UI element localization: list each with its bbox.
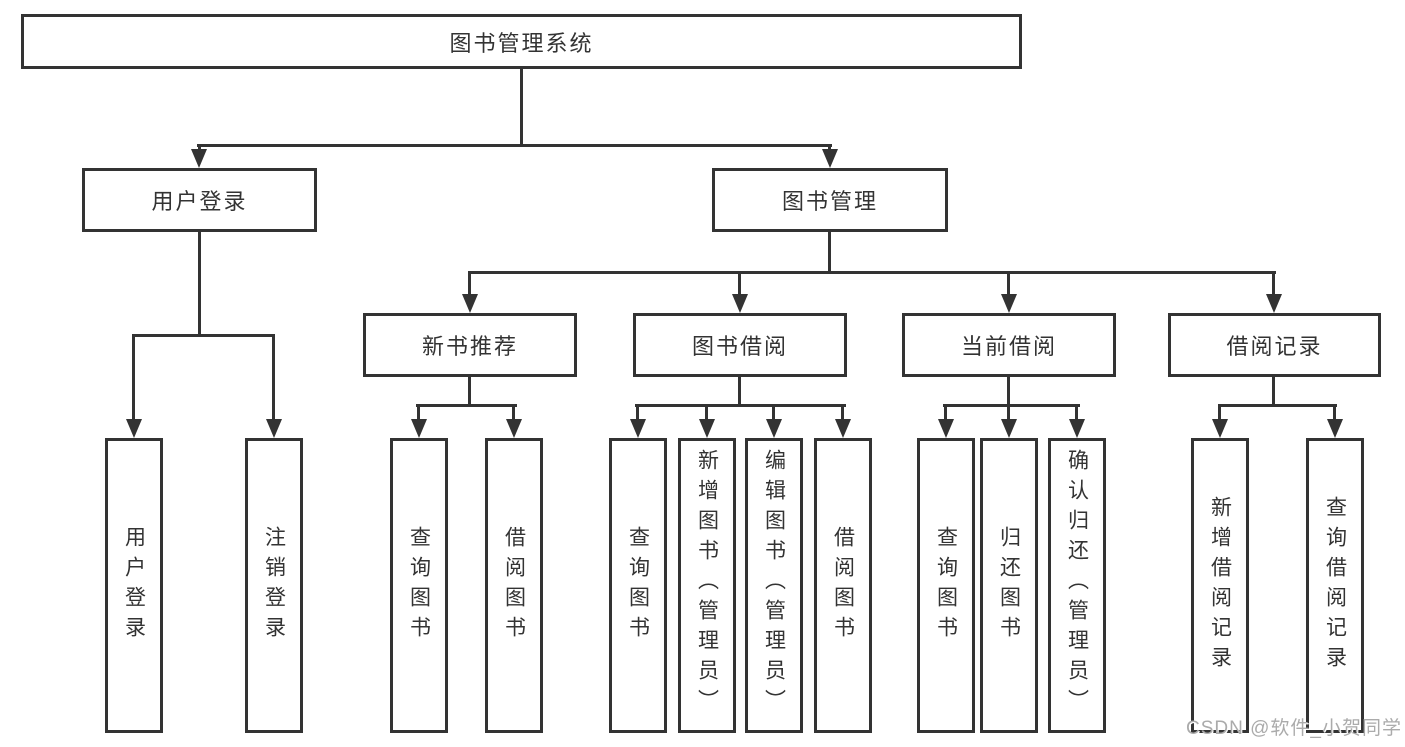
leaf-add-borrow-record: 新增借阅记录 — [1191, 438, 1249, 733]
connector-line — [944, 404, 947, 422]
leaf-borrow-query-book-label: 查询图书 — [626, 525, 650, 646]
arrowhead — [766, 419, 782, 438]
leaf-add-borrow-record-label: 新增借阅记录 — [1208, 495, 1232, 676]
leaf-recommend-query-book-label: 查询图书 — [407, 525, 431, 646]
arrowhead — [1001, 294, 1017, 313]
connector-line — [1075, 404, 1078, 422]
leaf-edit-book-admin-label: 编辑图书（管理员） — [762, 449, 786, 719]
arrowhead — [1212, 419, 1228, 438]
arrowhead — [699, 419, 715, 438]
node-borrow-records: 借阅记录 — [1168, 313, 1381, 377]
leaf-query-borrow-record-label: 查询借阅记录 — [1323, 495, 1347, 676]
leaf-borrow-borrow-book-label: 借阅图书 — [831, 525, 855, 646]
leaf-current-query-book: 查询图书 — [917, 438, 975, 733]
arrowhead — [1069, 419, 1085, 438]
node-current-borrow: 当前借阅 — [902, 313, 1116, 377]
arrowhead — [630, 419, 646, 438]
arrowhead — [266, 419, 282, 438]
arrowhead — [938, 419, 954, 438]
leaf-recommend-borrow-book-label: 借阅图书 — [502, 525, 526, 646]
node-borrow-records-label: 借阅记录 — [1226, 334, 1323, 359]
node-user-login: 用户登录 — [82, 168, 317, 232]
connector-line — [468, 271, 471, 297]
leaf-return-book-label: 归还图书 — [997, 525, 1021, 646]
arrowhead — [462, 294, 478, 313]
connector-line — [1218, 404, 1337, 407]
connector-line — [1007, 271, 1010, 297]
connector-line — [417, 404, 420, 422]
leaf-logout: 注销登录 — [245, 438, 303, 733]
leaf-current-query-book-label: 查询图书 — [934, 525, 958, 646]
arrowhead — [822, 149, 838, 168]
leaf-user-login-label: 用户登录 — [122, 525, 146, 646]
connector-line — [468, 271, 1276, 274]
arrowhead — [506, 419, 522, 438]
connector-line — [197, 144, 832, 147]
connector-line — [1333, 404, 1336, 422]
arrowhead — [191, 149, 207, 168]
connector-line — [1272, 376, 1275, 407]
connector-line — [132, 334, 135, 420]
leaf-confirm-return-admin: 确认归还（管理员） — [1048, 438, 1106, 733]
connector-line — [416, 404, 517, 407]
node-new-book-recommend: 新书推荐 — [363, 313, 577, 377]
leaf-logout-label: 注销登录 — [262, 525, 286, 646]
node-root: 图书管理系统 — [21, 14, 1022, 69]
arrowhead — [411, 419, 427, 438]
connector-line — [738, 271, 741, 297]
leaf-user-login: 用户登录 — [105, 438, 163, 733]
connector-line — [1007, 376, 1010, 407]
connector-line — [272, 334, 275, 420]
node-current-borrow-label: 当前借阅 — [960, 334, 1057, 359]
connector-line — [468, 376, 471, 407]
node-root-label: 图书管理系统 — [449, 30, 594, 56]
connector-line — [636, 404, 639, 422]
connector-line — [738, 376, 741, 407]
watermark-text: CSDN @软件_小贺同学 — [1186, 718, 1402, 739]
arrowhead — [1266, 294, 1282, 313]
connector-line — [132, 334, 275, 337]
node-book-borrow: 图书借阅 — [633, 313, 847, 377]
leaf-recommend-query-book: 查询图书 — [390, 438, 448, 733]
leaf-add-book-admin-label: 新增图书（管理员） — [695, 449, 719, 719]
connector-line — [841, 404, 844, 422]
connector-line — [828, 232, 831, 274]
connector-line — [1007, 404, 1010, 422]
node-book-management: 图书管理 — [712, 168, 948, 232]
arrowhead — [732, 294, 748, 313]
leaf-add-book-admin: 新增图书（管理员） — [678, 438, 736, 733]
connector-line — [1218, 404, 1221, 422]
node-book-borrow-label: 图书借阅 — [691, 334, 788, 359]
leaf-recommend-borrow-book: 借阅图书 — [485, 438, 543, 733]
arrowhead — [126, 419, 142, 438]
leaf-confirm-return-admin-label: 确认归还（管理员） — [1065, 449, 1089, 719]
leaf-borrow-query-book: 查询图书 — [609, 438, 667, 733]
leaf-borrow-borrow-book: 借阅图书 — [814, 438, 872, 733]
connector-line — [520, 69, 523, 147]
connector-line — [705, 404, 708, 422]
node-book-management-label: 图书管理 — [781, 189, 878, 214]
connector-line — [772, 404, 775, 422]
node-user-login-label: 用户登录 — [151, 189, 248, 214]
connector-line — [943, 404, 1080, 407]
arrowhead — [1001, 419, 1017, 438]
connector-line — [512, 404, 515, 422]
leaf-query-borrow-record: 查询借阅记录 — [1306, 438, 1364, 733]
leaf-return-book: 归还图书 — [980, 438, 1038, 733]
connector-line — [198, 232, 201, 337]
node-new-book-recommend-label: 新书推荐 — [421, 334, 518, 359]
arrowhead — [1327, 419, 1343, 438]
connector-line — [1272, 271, 1275, 297]
arrowhead — [835, 419, 851, 438]
leaf-edit-book-admin: 编辑图书（管理员） — [745, 438, 803, 733]
connector-line — [635, 404, 846, 407]
